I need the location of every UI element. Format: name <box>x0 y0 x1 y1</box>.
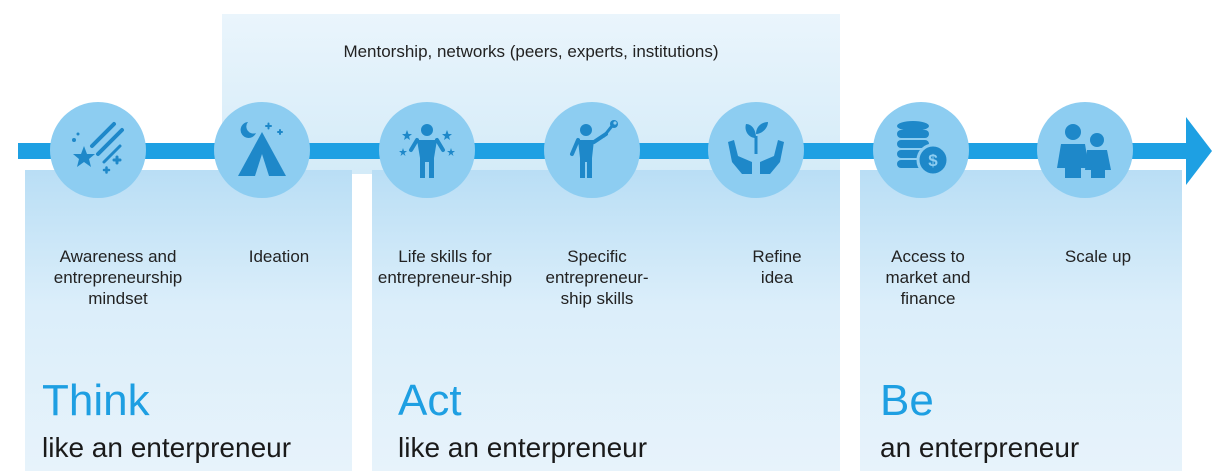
think-stage-panel <box>25 170 352 471</box>
step-label-refine-idea: Refine idea <box>752 247 802 287</box>
hands-sprout-icon <box>708 102 804 198</box>
stage-title-act: Act <box>398 376 462 425</box>
person-wrench-icon <box>544 102 640 198</box>
person-stars-icon <box>379 102 475 198</box>
coins-dollar-icon: $ <box>873 102 969 198</box>
timeline-arrow-head <box>1186 117 1212 185</box>
svg-text:$: $ <box>928 151 938 170</box>
be-stage-panel <box>860 170 1182 471</box>
stage-title-be: Be <box>880 376 934 425</box>
stage-title-think: Think <box>42 376 150 425</box>
step-label-life-skills: Life skills for entrepreneur-ship <box>377 247 513 287</box>
tent-night-icon <box>214 102 310 198</box>
step-label-specific-skills: Specific entrepreneur-ship skills <box>545 247 649 308</box>
two-people-icon <box>1037 102 1133 198</box>
stage-subtitle-act: like an enterpreneur <box>398 432 648 463</box>
act-stage-panel <box>372 170 840 471</box>
step-label-ideation: Ideation <box>248 247 310 266</box>
shooting-stars-icon <box>50 102 146 198</box>
step-label-awareness: Awareness and entrepreneurship mindset <box>53 247 183 308</box>
stage-subtitle-be: an enterpreneur <box>880 432 1080 463</box>
step-label-access-market: Access to market and finance <box>885 247 971 308</box>
step-label-scale-up: Scale up <box>1064 247 1132 266</box>
stage-subtitle-think: like an enterpreneur <box>42 432 292 463</box>
mentorship-text: Mentorship, networks (peers, experts, in… <box>343 42 719 61</box>
